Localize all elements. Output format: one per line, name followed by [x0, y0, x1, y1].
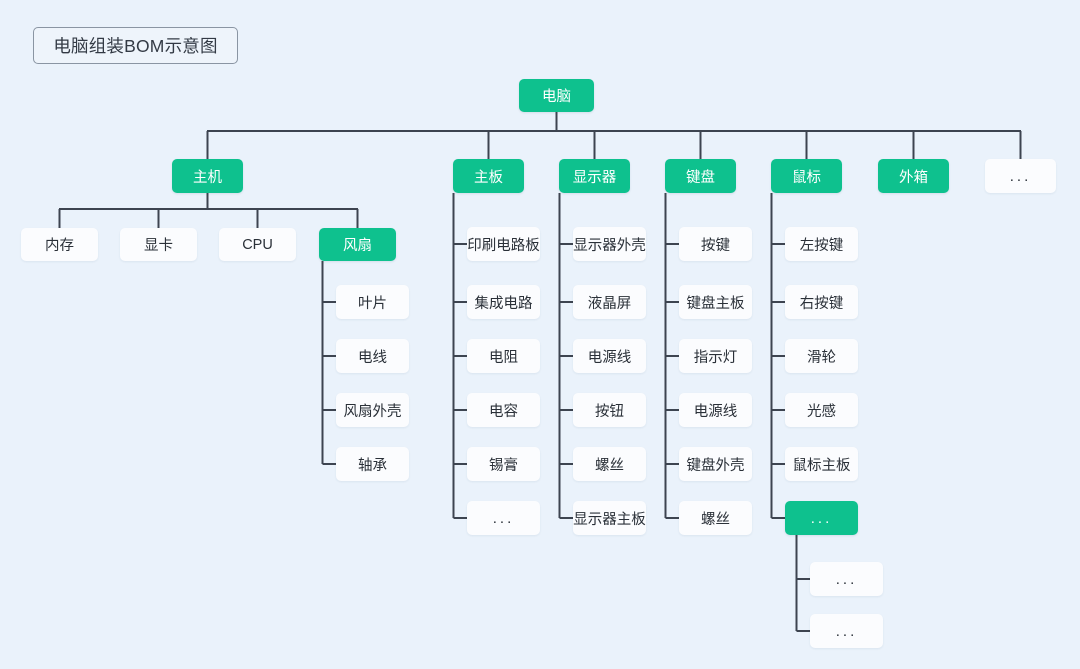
- node-label: 电源线: [693, 403, 738, 420]
- node-label: 电线: [358, 349, 387, 366]
- node-host-child-memory[interactable]: 内存: [21, 228, 98, 261]
- node-motherboard-child-pcb[interactable]: 印刷电路板: [467, 227, 540, 261]
- node-level1-case[interactable]: 外箱: [878, 159, 949, 193]
- node-label: 左按键: [799, 237, 844, 254]
- node-keyboard-child-powercord[interactable]: 电源线: [679, 393, 752, 427]
- node-label: ...: [835, 570, 858, 588]
- node-host-child-gpu[interactable]: 显卡: [120, 228, 197, 261]
- node-mouse-child-more[interactable]: ...: [785, 501, 858, 535]
- node-keyboard-child-mainboard[interactable]: 键盘主板: [679, 285, 752, 319]
- node-label: 指示灯: [693, 349, 738, 366]
- node-label: 显示器: [572, 169, 617, 186]
- node-level1-keyboard[interactable]: 键盘: [665, 159, 736, 193]
- node-fan-child-blade[interactable]: 叶片: [336, 285, 409, 319]
- node-label: 显卡: [144, 238, 173, 254]
- node-fan-child-bearing[interactable]: 轴承: [336, 447, 409, 481]
- node-label: 按键: [701, 237, 730, 254]
- node-monitor-child-lcd[interactable]: 液晶屏: [573, 285, 646, 319]
- node-label: ...: [1009, 167, 1032, 185]
- node-label: 螺丝: [595, 457, 624, 474]
- node-label: 鼠标主板: [792, 457, 851, 474]
- node-label: 鼠标: [792, 169, 821, 186]
- node-label: ...: [810, 509, 833, 527]
- node-level1-mouse[interactable]: 鼠标: [771, 159, 842, 193]
- node-fan-child-housing[interactable]: 风扇外壳: [336, 393, 409, 427]
- node-label: 外箱: [899, 169, 928, 186]
- node-host-child-cpu[interactable]: CPU: [219, 228, 296, 261]
- node-label: 主板: [474, 169, 503, 186]
- node-label: 主机: [193, 169, 222, 186]
- node-label: 集成电路: [474, 295, 533, 312]
- node-label: 按钮: [595, 403, 624, 420]
- node-label: CPU: [242, 236, 273, 253]
- diagram-title: 电脑组装BOM示意图: [33, 27, 238, 64]
- node-label: 滑轮: [807, 349, 836, 366]
- node-motherboard-child-ic[interactable]: 集成电路: [467, 285, 540, 319]
- node-label: 风扇外壳: [343, 403, 402, 420]
- node-label: 右按键: [799, 295, 844, 312]
- node-host-child-fan[interactable]: 风扇: [319, 228, 396, 261]
- node-label: 电阻: [489, 349, 518, 366]
- node-keyboard-child-indicator[interactable]: 指示灯: [679, 339, 752, 373]
- node-label: 键盘: [686, 169, 715, 186]
- node-level1-more[interactable]: ...: [985, 159, 1056, 193]
- node-label: 键盘主板: [686, 295, 745, 312]
- node-level1-monitor[interactable]: 显示器: [559, 159, 630, 193]
- node-mouse-child-rightbutton[interactable]: 右按键: [785, 285, 858, 319]
- node-monitor-child-powercord[interactable]: 电源线: [573, 339, 646, 373]
- node-motherboard-child-capacitor[interactable]: 电容: [467, 393, 540, 427]
- node-monitor-child-button[interactable]: 按钮: [573, 393, 646, 427]
- node-label: 键盘外壳: [686, 457, 745, 474]
- node-label: 内存: [45, 238, 74, 254]
- node-label: ...: [492, 509, 515, 527]
- node-label: 叶片: [358, 295, 387, 312]
- node-label: 螺丝: [701, 511, 730, 528]
- node-label: 电源线: [587, 349, 632, 366]
- node-motherboard-child-resistor[interactable]: 电阻: [467, 339, 540, 373]
- node-level1-host[interactable]: 主机: [172, 159, 243, 193]
- node-label: 电容: [489, 403, 518, 420]
- node-keyboard-child-shell[interactable]: 键盘外壳: [679, 447, 752, 481]
- node-level1-motherboard[interactable]: 主板: [453, 159, 524, 193]
- node-mouse-child-wheel[interactable]: 滑轮: [785, 339, 858, 373]
- node-root[interactable]: 电脑: [519, 79, 594, 112]
- node-monitor-child-screw[interactable]: 螺丝: [573, 447, 646, 481]
- node-keyboard-child-screw[interactable]: 螺丝: [679, 501, 752, 535]
- node-label: 液晶屏: [587, 295, 632, 312]
- node-label: 风扇: [343, 238, 372, 254]
- node-label: 光感: [807, 403, 836, 420]
- node-mouse-child-sensor[interactable]: 光感: [785, 393, 858, 427]
- node-label: 电脑: [542, 89, 571, 105]
- node-mouse-more-child-2[interactable]: ...: [810, 614, 883, 648]
- node-label: ...: [835, 622, 858, 640]
- node-monitor-child-shell[interactable]: 显示器外壳: [573, 227, 646, 261]
- node-keyboard-child-keys[interactable]: 按键: [679, 227, 752, 261]
- node-label: 显示器外壳: [573, 237, 646, 254]
- node-label: 锡膏: [489, 457, 518, 474]
- node-mouse-child-leftbutton[interactable]: 左按键: [785, 227, 858, 261]
- node-motherboard-child-solderpaste[interactable]: 锡膏: [467, 447, 540, 481]
- node-mouse-more-child-1[interactable]: ...: [810, 562, 883, 596]
- node-motherboard-child-more[interactable]: ...: [467, 501, 540, 535]
- node-mouse-child-mainboard[interactable]: 鼠标主板: [785, 447, 858, 481]
- node-label: 印刷电路板: [467, 237, 540, 254]
- node-fan-child-wire[interactable]: 电线: [336, 339, 409, 373]
- node-monitor-child-mainboard[interactable]: 显示器主板: [573, 501, 646, 535]
- node-label: 显示器主板: [573, 511, 646, 528]
- node-label: 轴承: [358, 457, 387, 474]
